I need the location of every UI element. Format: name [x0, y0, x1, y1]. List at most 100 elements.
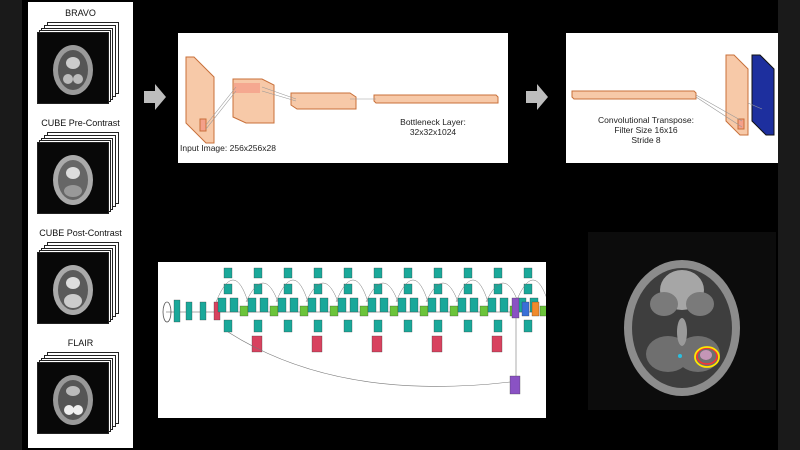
conv-block — [253, 267, 263, 279]
sequence-label-bravo: BRAVO — [65, 8, 96, 18]
merge-block — [539, 305, 546, 317]
mri-stack-cube-post — [37, 242, 119, 324]
network-architecture-panel — [158, 262, 546, 418]
pool-block — [371, 335, 383, 353]
conv-block — [253, 319, 263, 333]
transpose-label: Convolutional Transpose: — [598, 115, 694, 125]
mri-slice-image — [37, 362, 109, 434]
conv-block — [173, 299, 181, 323]
conv-block — [403, 319, 413, 333]
merge-block — [329, 305, 339, 317]
skip-connection — [305, 282, 339, 303]
mri-stack-flair — [37, 352, 119, 434]
conv-block — [313, 319, 323, 333]
network-architecture-diagram — [162, 267, 546, 395]
output-block — [531, 301, 540, 317]
conv-block — [199, 301, 207, 321]
conv-block — [523, 283, 533, 295]
conv-block — [337, 297, 347, 313]
long-skip-connection — [227, 331, 511, 387]
input-image-label: Input Image: 256x256x28 — [180, 143, 276, 153]
conv-block — [283, 319, 293, 333]
flow-arrow-icon — [144, 84, 166, 110]
merge-block — [239, 305, 249, 317]
conv-block — [313, 283, 323, 295]
sequence-label-cube-pre: CUBE Pre-Contrast — [41, 118, 120, 128]
segmentation-output-image — [624, 260, 740, 396]
conv-block — [463, 319, 473, 333]
conv-block — [463, 283, 473, 295]
pool-block — [251, 335, 263, 353]
conv-block — [409, 297, 419, 313]
pool-block — [491, 335, 503, 353]
input-node — [162, 301, 172, 323]
conv-block — [223, 319, 233, 333]
conv-block — [259, 297, 269, 313]
merge-block — [269, 305, 279, 317]
conv-block — [313, 267, 323, 279]
conv-block — [487, 297, 497, 313]
mri-stack-bravo — [37, 22, 119, 104]
conv-block — [185, 301, 193, 321]
merge-block — [389, 305, 399, 317]
pool-block — [311, 335, 323, 353]
conv-block — [229, 297, 239, 313]
merge-block — [479, 305, 489, 317]
conv-block — [493, 283, 503, 295]
conv-block — [253, 283, 263, 295]
output-block — [511, 297, 520, 319]
conv-block — [493, 319, 503, 333]
concat-block — [509, 375, 521, 395]
filter-size-label: Filter Size 16x16 — [614, 125, 678, 135]
skip-connection — [425, 282, 459, 303]
conv-block — [319, 297, 329, 313]
left-edge-bar — [0, 0, 22, 450]
decoder-panel: Convolutional Transpose: Filter Size 16x… — [566, 33, 778, 163]
bottleneck-label: Bottleneck Layer: — [400, 117, 466, 127]
conv-block — [283, 283, 293, 295]
conv-block — [427, 297, 437, 313]
stride-label: Stride 8 — [631, 135, 661, 145]
conv-block — [367, 297, 377, 313]
right-edge-bar — [778, 0, 800, 450]
conv-block — [523, 319, 533, 333]
conv-block — [457, 297, 467, 313]
conv-block — [343, 319, 353, 333]
conv-block — [403, 283, 413, 295]
skip-connection — [485, 282, 519, 303]
mri-stack-cube-pre — [37, 132, 119, 214]
conv-block — [343, 267, 353, 279]
conv-block — [439, 297, 449, 313]
encoder-panel: Input Image: 256x256x28 Bottleneck Layer… — [178, 33, 508, 163]
conv-block — [433, 319, 443, 333]
conv-block — [283, 267, 293, 279]
encoder-diagram — [185, 56, 499, 144]
output-block — [521, 301, 530, 317]
conv-block — [277, 297, 287, 313]
conv-block — [433, 267, 443, 279]
conv-block — [349, 297, 359, 313]
sequence-label-flair: FLAIR — [67, 338, 94, 348]
conv-block — [223, 267, 233, 279]
merge-block — [299, 305, 309, 317]
conv-block — [463, 267, 473, 279]
merge-block — [449, 305, 459, 317]
decoder-diagram — [571, 54, 775, 136]
conv-block — [343, 283, 353, 295]
skip-connection — [245, 282, 279, 303]
mri-slice-image — [37, 32, 109, 104]
conv-block — [373, 283, 383, 295]
conv-block — [217, 297, 227, 313]
conv-block — [247, 297, 257, 313]
conv-block — [307, 297, 317, 313]
merge-block — [419, 305, 429, 317]
conv-block — [493, 267, 503, 279]
conv-block — [403, 267, 413, 279]
flow-arrow-icon — [526, 84, 548, 110]
mri-slice-image — [37, 142, 109, 214]
conv-block — [499, 297, 509, 313]
conv-block — [397, 297, 407, 313]
conv-block — [223, 283, 233, 295]
pool-block — [431, 335, 443, 353]
conv-block — [379, 297, 389, 313]
